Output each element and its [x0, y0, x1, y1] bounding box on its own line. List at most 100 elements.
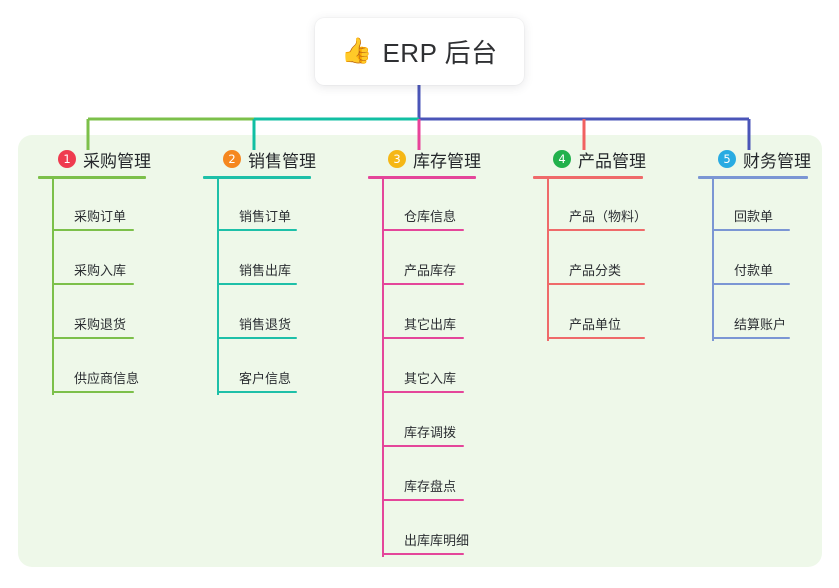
leaf-node[interactable]: 采购退货	[38, 287, 151, 341]
leaf-label: 销售出库	[239, 263, 292, 278]
leaf-underline	[52, 337, 134, 339]
leaf-underline	[547, 283, 645, 285]
branch-title: 库存管理	[413, 151, 481, 171]
branch-title: 销售管理	[248, 151, 316, 171]
leaf-label: 出库库明细	[404, 533, 470, 548]
leaf-underline	[382, 553, 464, 555]
branch-header-1[interactable]: 1 采购管理	[38, 146, 151, 172]
thumbs-up-icon: 👍	[341, 37, 373, 65]
leaf-node[interactable]: 销售退货	[203, 287, 316, 341]
branch-header-4[interactable]: 4 产品管理	[533, 146, 646, 172]
branch-title: 产品管理	[578, 151, 646, 171]
leaf-underline	[547, 337, 645, 339]
leaf-underline	[712, 229, 790, 231]
leaf-node[interactable]: 销售出库	[203, 233, 316, 287]
leaf-underline	[382, 337, 464, 339]
leaf-label: 产品库存	[404, 263, 457, 278]
root-node[interactable]: 👍 ERP 后台	[315, 18, 524, 85]
leaf-underline	[217, 337, 297, 339]
leaf-label: 其它出库	[404, 317, 457, 332]
leaf-underline	[382, 229, 464, 231]
branch-number-badge: 4	[553, 150, 571, 168]
branch-children: 产品（物料） 产品分类产品单位	[533, 179, 648, 341]
leaf-node[interactable]: 仓库信息	[368, 179, 481, 233]
branch-header-rule	[533, 176, 643, 179]
leaf-node[interactable]: 产品单位	[533, 287, 646, 341]
leaf-node[interactable]: 结算账户	[698, 287, 811, 341]
branch-column-5: 5 财务管理回款单付款单结算账户	[698, 146, 811, 341]
leaf-node[interactable]: 销售订单	[203, 179, 316, 233]
leaf-label: 采购入库	[74, 263, 127, 278]
leaf-node[interactable]: 付款单	[698, 233, 811, 287]
leaf-node[interactable]: 其它入库	[368, 341, 481, 395]
leaf-label: 库存盘点	[404, 479, 457, 494]
branch-header-rule	[203, 176, 311, 179]
leaf-node[interactable]: 产品分类	[533, 233, 646, 287]
leaf-underline	[217, 229, 297, 231]
leaf-node[interactable]: 供应商信息	[38, 341, 151, 395]
branch-column-2: 2 销售管理销售订单销售出库销售退货客户信息	[203, 146, 316, 395]
branch-header-rule	[368, 176, 476, 179]
leaf-node[interactable]: 回款单	[698, 179, 811, 233]
leaf-node[interactable]: 其它出库	[368, 287, 481, 341]
leaf-node[interactable]: 采购订单	[38, 179, 151, 233]
leaf-label: 回款单	[734, 209, 774, 224]
branches-panel	[18, 135, 822, 567]
leaf-node[interactable]: 采购入库	[38, 233, 151, 287]
branch-number-badge: 1	[58, 150, 76, 168]
leaf-underline	[52, 229, 134, 231]
leaf-node[interactable]: 库存盘点	[368, 449, 481, 503]
leaf-underline	[382, 499, 464, 501]
leaf-underline	[382, 283, 464, 285]
branch-number-badge: 5	[718, 150, 736, 168]
leaf-label: 付款单	[734, 263, 774, 278]
leaf-label: 供应商信息	[74, 371, 140, 386]
branch-header-2[interactable]: 2 销售管理	[203, 146, 316, 172]
branch-trunk-line	[547, 179, 549, 341]
leaf-underline	[52, 283, 134, 285]
branch-title: 采购管理	[83, 151, 151, 171]
branch-trunk-line	[52, 179, 54, 395]
leaf-label: 销售退货	[239, 317, 292, 332]
branch-header-rule	[38, 176, 146, 179]
branch-column-4: 4 产品管理产品（物料） 产品分类产品单位	[533, 146, 648, 341]
leaf-node[interactable]: 库存调拨	[368, 395, 481, 449]
branch-children: 销售订单销售出库销售退货客户信息	[203, 179, 316, 395]
leaf-label: 客户信息	[239, 371, 292, 386]
branch-trunk-line	[382, 179, 384, 557]
leaf-label: 结算账户	[734, 317, 787, 332]
branch-header-5[interactable]: 5 财务管理	[698, 146, 811, 172]
branch-children: 采购订单采购入库采购退货供应商信息	[38, 179, 151, 395]
leaf-label: 采购订单	[74, 209, 127, 224]
leaf-label: 其它入库	[404, 371, 457, 386]
branch-header-rule	[698, 176, 808, 179]
root-title: ERP 后台	[382, 38, 498, 68]
leaf-label: 仓库信息	[404, 209, 457, 224]
leaf-node[interactable]: 产品库存	[368, 233, 481, 287]
leaf-node[interactable]: 客户信息	[203, 341, 316, 395]
leaf-underline	[382, 445, 464, 447]
branch-trunk-line	[217, 179, 219, 395]
leaf-label: 销售订单	[239, 209, 292, 224]
branch-column-1: 1 采购管理采购订单采购入库采购退货供应商信息	[38, 146, 151, 395]
leaf-underline	[712, 283, 790, 285]
leaf-underline	[382, 391, 464, 393]
leaf-underline	[217, 391, 297, 393]
leaf-label: 产品（物料）	[569, 209, 648, 224]
leaf-underline	[52, 391, 134, 393]
leaf-label: 库存调拨	[404, 425, 457, 440]
leaf-label: 产品单位	[569, 317, 622, 332]
branch-title: 财务管理	[743, 151, 811, 171]
leaf-node[interactable]: 出库库明细	[368, 503, 481, 557]
branch-number-badge: 2	[223, 150, 241, 168]
leaf-label: 采购退货	[74, 317, 127, 332]
leaf-label: 产品分类	[569, 263, 622, 278]
branch-trunk-line	[712, 179, 714, 341]
leaf-node[interactable]: 产品（物料）	[533, 179, 648, 233]
leaf-underline	[547, 229, 645, 231]
branch-children: 仓库信息产品库存其它出库其它入库库存调拨库存盘点出库库明细	[368, 179, 481, 557]
leaf-underline	[712, 337, 790, 339]
